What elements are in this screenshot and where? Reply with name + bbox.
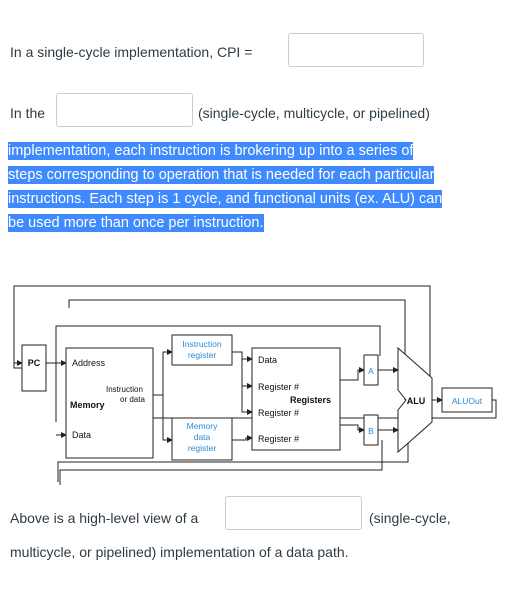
pc-register xyxy=(21,344,47,392)
datapath-answer-input[interactable] xyxy=(225,496,362,530)
implementation-options-text: (single-cycle, multicycle, or pipelined) xyxy=(198,105,430,121)
memory-address-label: Address xyxy=(72,358,106,368)
aluout-label: ALUOut xyxy=(452,396,483,406)
datapath-diagram: PC Address Instruction or data Memory Da… xyxy=(13,285,497,485)
ir-label-1: Instruction xyxy=(182,339,221,349)
pc-label: PC xyxy=(28,358,41,368)
cpi-answer-input[interactable] xyxy=(288,33,424,67)
mdr-label-3: register xyxy=(188,443,217,453)
memory-data-label: Data xyxy=(72,430,91,440)
implementation-question-prefix: In the xyxy=(10,105,46,121)
registers-block xyxy=(251,347,341,451)
highlighted-line: implementation, each instruction is brok… xyxy=(8,142,414,160)
registers-title: Registers xyxy=(290,395,331,405)
a-label: A xyxy=(368,366,374,376)
alu-label: ALU xyxy=(407,396,426,406)
memory-data-register xyxy=(171,417,233,461)
datapath-options-text: (single-cycle, xyxy=(369,510,451,526)
ir-label-2: register xyxy=(188,350,217,360)
highlighted-line: be used more than once per instruction. xyxy=(8,214,264,232)
register-number-2: Register # xyxy=(258,408,299,418)
memory-instruction-label: Instruction xyxy=(106,385,143,394)
highlighted-paragraph: implementation, each instruction is brok… xyxy=(8,139,488,235)
register-number-3: Register # xyxy=(258,434,299,444)
register-number-1: Register # xyxy=(258,382,299,392)
highlighted-line: steps corresponding to operation that is… xyxy=(8,166,435,184)
alu-shape xyxy=(397,346,433,454)
b-register xyxy=(363,414,379,446)
cpi-question-text: In a single-cycle implementation, CPI = xyxy=(10,44,253,60)
memory-ordata-label: or data xyxy=(120,395,145,404)
registers-data-label: Data xyxy=(258,355,277,365)
memory-title: Memory xyxy=(70,400,105,410)
mdr-label-1: Memory xyxy=(187,421,218,431)
mdr-label-2: data xyxy=(194,432,211,442)
datapath-options-line2: multicycle, or pipelined) implementation… xyxy=(10,544,349,560)
memory-block xyxy=(65,347,154,459)
datapath-question-prefix: Above is a high-level view of a xyxy=(10,510,199,526)
highlighted-line: instructions. Each step is 1 cycle, and … xyxy=(8,190,443,208)
aluout-register xyxy=(441,387,493,413)
a-register xyxy=(363,354,379,386)
implementation-answer-input[interactable] xyxy=(56,93,193,127)
b-label: B xyxy=(368,426,374,436)
instruction-register xyxy=(171,334,233,366)
